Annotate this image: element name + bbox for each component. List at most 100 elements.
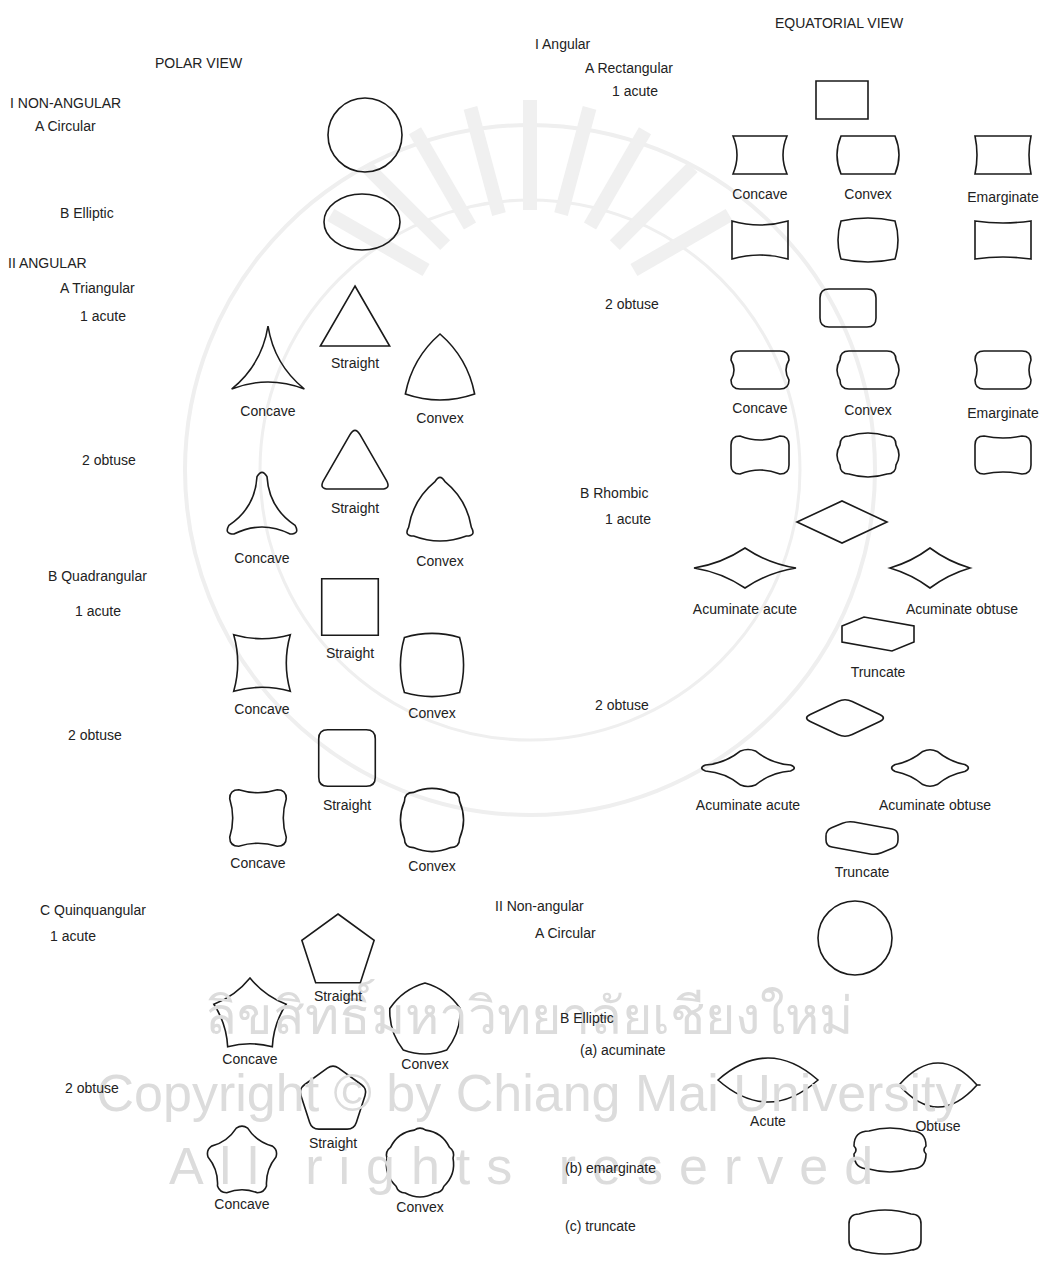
pollen-outline [797, 501, 887, 543]
section-heading: I NON-ANGULAR [10, 95, 121, 112]
pollen-outline [837, 351, 899, 389]
shape-caption: Convex [416, 553, 463, 570]
shape-caption: Convex [844, 186, 891, 203]
shape-caption: Concave [732, 186, 787, 203]
shape-caption: Acute [750, 1113, 786, 1130]
shape-caption: Straight [323, 797, 371, 814]
watermark-logo [185, 100, 875, 815]
shape-caption: Acuminate acute [696, 797, 800, 814]
pollen-outline [234, 635, 291, 692]
pollen-outline [818, 901, 892, 975]
pollen-outline [731, 436, 789, 474]
pollen-outline [890, 548, 970, 588]
shape-caption: Convex [408, 858, 455, 875]
class-label: 2 obtuse [65, 1080, 119, 1097]
pollen-outline [838, 218, 898, 262]
pollen-outline [975, 136, 1031, 174]
class-label: 1 acute [612, 83, 658, 100]
class-label: 2 obtuse [82, 452, 136, 469]
pollen-outline [975, 351, 1031, 389]
class-label: 2 obtuse [595, 697, 649, 714]
shape-caption: Concave [240, 403, 295, 420]
pollen-outline [324, 194, 400, 250]
pollen-outline [230, 790, 287, 847]
class-label: B Rhombic [580, 485, 648, 502]
pollen-outline [733, 136, 787, 174]
class-label: (b) emarginate [565, 1160, 656, 1177]
pollen-outline [400, 633, 463, 696]
shape-caption: Concave [222, 1051, 277, 1068]
shape-caption: Concave [214, 1196, 269, 1213]
pollen-outline [302, 914, 374, 983]
pollen-outline [405, 334, 474, 400]
shape-caption: Convex [408, 705, 455, 722]
class-label: A Rectangular [585, 60, 673, 77]
class-label: (c) truncate [565, 1218, 636, 1235]
shape-caption: Concave [234, 701, 289, 718]
class-label: A Circular [35, 118, 96, 135]
watermark: Copyright © by Chiang Mai University [97, 1062, 962, 1124]
shape-caption: Concave [732, 400, 787, 417]
class-label: C Quinquangular [40, 902, 146, 919]
shape-caption: Concave [230, 855, 285, 872]
shape-caption: Straight [309, 1135, 357, 1152]
shape-caption: Convex [416, 410, 463, 427]
pollen-outline [732, 221, 788, 259]
class-label: B Quadrangular [48, 568, 147, 585]
watermark: All rights reserved [169, 1135, 889, 1197]
class-label: 1 acute [80, 308, 126, 325]
class-label: 1 acute [75, 603, 121, 620]
pollen-outline [892, 750, 969, 787]
shape-caption: Straight [331, 355, 379, 372]
class-label: I Angular [535, 36, 590, 53]
class-label: 1 acute [50, 928, 96, 945]
pollen-outline [842, 617, 914, 651]
shape-caption: Emarginate [967, 189, 1039, 206]
shape-caption: Truncate [835, 864, 890, 881]
pollen-outline [232, 326, 305, 389]
pollen-outline [837, 136, 899, 174]
class-label: 2 obtuse [68, 727, 122, 744]
section-heading: II ANGULAR [8, 255, 87, 272]
pollen-outline [328, 98, 402, 172]
shape-caption: Convex [844, 402, 891, 419]
pollen-outline [322, 579, 379, 636]
shape-caption: Acuminate obtuse [906, 601, 1018, 618]
shape-caption: Obtuse [915, 1118, 960, 1135]
class-label: (a) acuminate [580, 1042, 666, 1059]
shape-caption: Straight [331, 500, 379, 517]
pollen-outline [849, 1210, 921, 1254]
shape-caption: Emarginate [967, 405, 1039, 422]
pollen-outline [227, 472, 297, 534]
pollen-outline [826, 822, 898, 855]
pollen-outline [694, 548, 796, 588]
shape-caption: Convex [401, 1056, 448, 1073]
shape-caption: Acuminate acute [693, 601, 797, 618]
pollen-outline [975, 221, 1031, 259]
section-heading: EQUATORIAL VIEW [775, 15, 903, 32]
pollen-outline [975, 436, 1031, 474]
shape-caption: Straight [314, 988, 362, 1005]
pollen-outline [400, 788, 463, 851]
class-label: 1 acute [605, 511, 651, 528]
pollen-outline [837, 433, 899, 477]
section-heading: POLAR VIEW [155, 55, 242, 72]
pollen-outline [320, 286, 389, 346]
pollen-outline [702, 749, 795, 786]
shape-caption: Truncate [851, 664, 906, 681]
class-label: B Elliptic [60, 205, 114, 222]
class-label: 2 obtuse [605, 296, 659, 313]
shape-caption: Acuminate obtuse [879, 797, 991, 814]
pollen-outline [319, 730, 376, 787]
pollen-outline [816, 81, 868, 119]
pollen-outline [820, 289, 876, 327]
shape-caption: Concave [234, 550, 289, 567]
class-label: II Non-angular [495, 898, 584, 915]
pollen-outline [731, 351, 789, 389]
pollen-outline [807, 700, 884, 737]
watermark: ลิขสิทธิ์มหาวิทยาลัยเชียงใหม่ [205, 985, 853, 1047]
shape-caption: Straight [326, 645, 374, 662]
class-label: A Circular [535, 925, 596, 942]
pollen-outline [322, 430, 388, 489]
